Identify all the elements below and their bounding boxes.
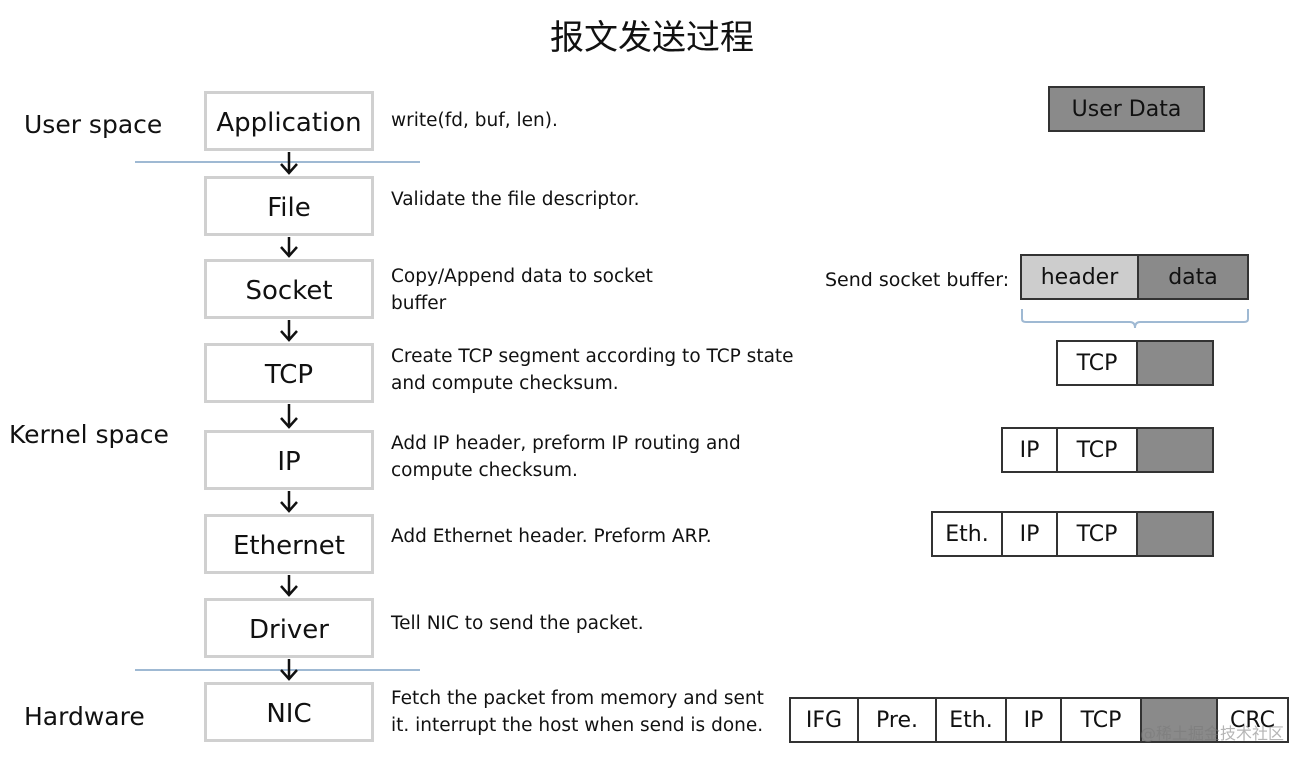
desc-ethernet: Add Ethernet header. Preform ARP. <box>391 523 712 550</box>
desc-line: Add IP header, preform IP routing and <box>391 433 741 454</box>
crc-cell: CRC <box>1216 697 1289 743</box>
tcp-cell: TCP <box>1056 340 1138 386</box>
arrow-down-icon <box>280 320 298 342</box>
layer-label: File <box>267 193 311 223</box>
desc-line: and compute checksum. <box>391 373 619 394</box>
layer-label: NIC <box>266 699 312 729</box>
tcp-cell: TCP <box>1060 697 1142 743</box>
preamble-cell: Pre. <box>857 697 937 743</box>
payload-cell <box>1136 427 1214 473</box>
hardware-label: Hardware <box>24 702 145 731</box>
desc-line: Copy/Append data to socket <box>391 266 653 287</box>
ip-cell: IP <box>1005 697 1062 743</box>
user-space-label: User space <box>24 110 163 139</box>
ifg-cell: IFG <box>789 697 859 743</box>
tcp-segment-packet: TCP <box>1056 340 1214 386</box>
kernel-space-label: Kernel space <box>9 420 169 449</box>
ethernet-packet: Eth. IP TCP <box>931 511 1214 557</box>
arrow-down-icon <box>280 237 298 258</box>
layer-driver: Driver <box>204 598 374 658</box>
layer-nic: NIC <box>204 682 374 742</box>
arrow-down-icon <box>280 575 298 597</box>
arrow-down-icon <box>280 152 298 175</box>
desc-line: write(fd, buf, len). <box>391 110 558 131</box>
send-buffer-label: Send socket buffer: <box>825 269 1010 291</box>
user-data-packet: User Data <box>1048 86 1205 132</box>
diagram-title: 报文发送过程 <box>550 18 754 58</box>
payload-cell <box>1136 340 1214 386</box>
data-cell: data <box>1137 254 1249 300</box>
desc-line: Add Ethernet header. Preform ARP. <box>391 526 712 547</box>
desc-line: Validate the file descriptor. <box>391 189 640 210</box>
arrow-down-icon <box>280 491 298 513</box>
desc-line: Tell NIC to send the packet. <box>391 613 644 634</box>
desc-ip: Add IP header, preform IP routing and com… <box>391 430 741 484</box>
layer-socket: Socket <box>204 259 374 319</box>
desc-tcp: Create TCP segment according to TCP stat… <box>391 343 794 397</box>
arrow-down-icon <box>280 659 298 681</box>
layer-label: Driver <box>248 615 329 645</box>
layer-ethernet: Ethernet <box>204 514 374 574</box>
user-data-cell: User Data <box>1048 86 1205 132</box>
frame-packet: IFG Pre. Eth. IP TCP CRC <box>789 697 1289 743</box>
user-kernel-divider <box>135 161 420 163</box>
layer-label: IP <box>277 447 301 477</box>
desc-line: Fetch the packet from memory and sent <box>391 688 764 709</box>
desc-line: Create TCP segment according to TCP stat… <box>391 346 794 367</box>
desc-nic: Fetch the packet from memory and sent it.… <box>391 685 764 739</box>
desc-driver: Tell NIC to send the packet. <box>391 610 644 637</box>
layer-ip: IP <box>204 430 374 490</box>
ip-cell: IP <box>1001 511 1058 557</box>
desc-line: buffer <box>391 293 447 314</box>
layer-label: Socket <box>245 276 333 306</box>
arrow-down-icon <box>280 404 298 429</box>
payload-cell <box>1140 697 1218 743</box>
desc-line: it. interrupt the host when send is done… <box>391 715 764 736</box>
layer-label: Application <box>216 108 362 138</box>
desc-file: Validate the file descriptor. <box>391 186 640 213</box>
tcp-cell: TCP <box>1056 511 1138 557</box>
kernel-hardware-divider <box>135 669 420 671</box>
layer-label: Ethernet <box>233 531 345 561</box>
ip-packet: IP TCP <box>1001 427 1214 473</box>
buffer-brace <box>1021 309 1249 329</box>
desc-line: compute checksum. <box>391 460 578 481</box>
header-cell: header <box>1020 254 1139 300</box>
tcp-cell: TCP <box>1056 427 1138 473</box>
layer-file: File <box>204 176 374 236</box>
send-buffer-packet: header data <box>1020 254 1249 300</box>
watermark: @稀土掘金技术社区 <box>1139 724 1284 743</box>
layer-label: TCP <box>264 360 314 390</box>
ip-cell: IP <box>1001 427 1058 473</box>
desc-socket: Copy/Append data to socket buffer <box>391 263 653 317</box>
payload-cell <box>1136 511 1214 557</box>
layer-application: Application <box>204 91 374 151</box>
eth-cell: Eth. <box>935 697 1007 743</box>
desc-application: write(fd, buf, len). <box>391 107 558 134</box>
eth-cell: Eth. <box>931 511 1003 557</box>
layer-tcp: TCP <box>204 343 374 403</box>
